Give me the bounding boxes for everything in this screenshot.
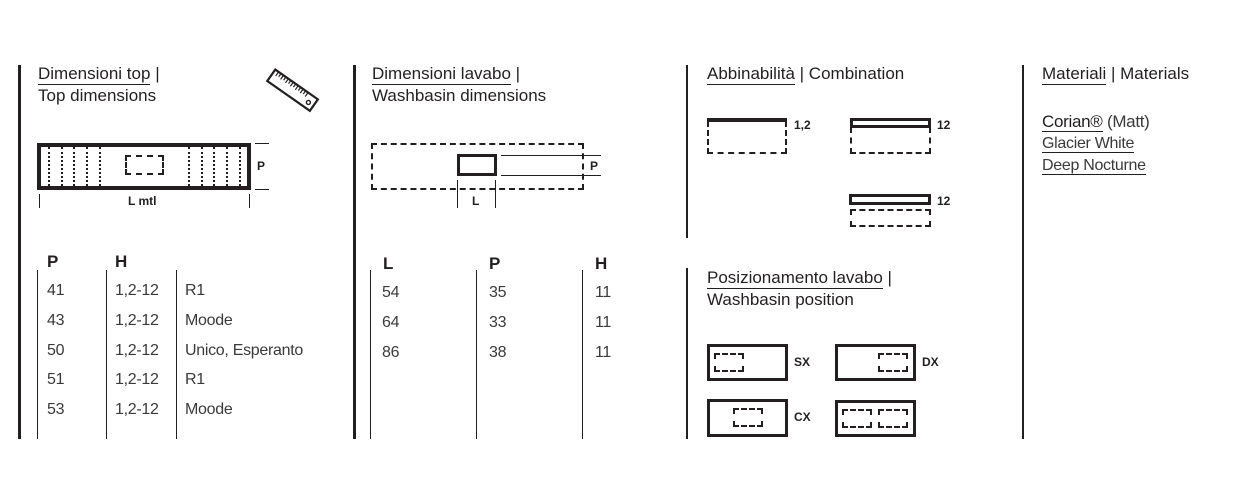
- title-italian: Dimensioni top: [38, 64, 151, 85]
- section-divider: [686, 268, 688, 439]
- finish: (Matt): [1106, 112, 1150, 131]
- column-header-p: P: [489, 254, 501, 273]
- width-label: L: [472, 194, 480, 208]
- depth-label: P: [257, 159, 266, 173]
- column-header-l: L: [383, 254, 394, 273]
- title-italian: Dimensioni lavabo: [372, 64, 511, 85]
- title-italian: Abbinabilità: [707, 64, 795, 85]
- material-color: Deep Nocturne: [1042, 157, 1146, 175]
- thickness-label: 12: [937, 194, 951, 208]
- combination-title: Abbinabilità | Combination: [707, 63, 904, 85]
- top-dimensions-title: Dimensioni top | Top dimensions: [38, 63, 160, 107]
- position-label: DX: [922, 355, 939, 369]
- section-divider: [1022, 65, 1024, 439]
- title-english: Combination: [808, 64, 905, 83]
- title-separator: |: [887, 268, 892, 287]
- position-label: SX: [794, 355, 811, 369]
- title-separator: |: [799, 64, 805, 83]
- column-header-h: H: [115, 252, 128, 271]
- title-separator: |: [1110, 64, 1116, 83]
- section-divider: [686, 65, 688, 238]
- title-separator: |: [515, 64, 521, 83]
- material-brand: Corian® (Matt): [1042, 112, 1150, 132]
- thickness-label: 1,2: [794, 118, 811, 132]
- thickness-label: 12: [937, 118, 951, 132]
- title-italian: Materiali: [1042, 64, 1107, 85]
- position-label: CX: [794, 410, 811, 424]
- column-header-p: P: [47, 252, 59, 271]
- title-separator: |: [155, 64, 160, 83]
- width-label: L mtl: [128, 194, 157, 208]
- title-english: Top dimensions: [38, 86, 157, 105]
- materials-title: Materiali | Materials: [1042, 63, 1189, 85]
- washbasin-dimensions-title: Dimensioni lavabo | Washbasin dimensions: [372, 63, 546, 107]
- ruler-icon: [265, 68, 320, 113]
- section-divider: [353, 65, 356, 439]
- brand-name: Corian®: [1042, 112, 1103, 132]
- section-divider: [18, 65, 21, 439]
- depth-label: P: [590, 159, 599, 173]
- title-english: Washbasin dimensions: [372, 86, 547, 105]
- title-english: Washbasin position: [707, 290, 854, 309]
- column-header-h: H: [595, 254, 608, 273]
- washbasin-position-title: Posizionamento lavabo | Washbasin positi…: [707, 267, 892, 311]
- material-color: Glacier White: [1042, 135, 1135, 153]
- title-italian: Posizionamento lavabo: [707, 268, 883, 289]
- title-english: Materials: [1120, 64, 1190, 83]
